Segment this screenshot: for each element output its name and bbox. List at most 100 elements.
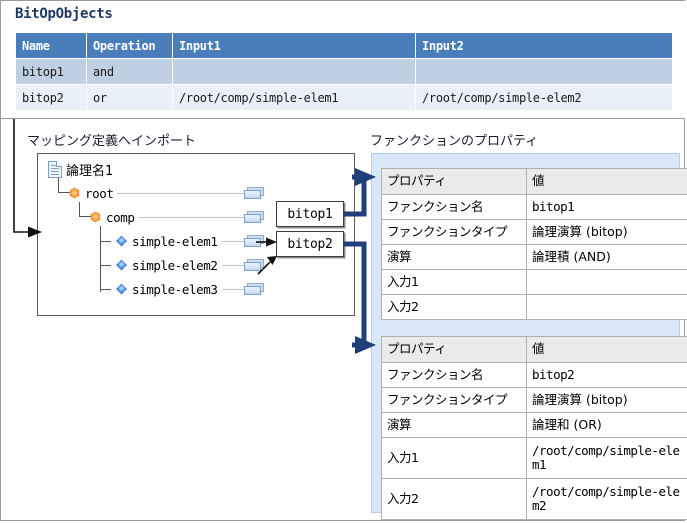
property-value (526, 294, 687, 320)
leader-line (117, 193, 244, 194)
tree-item-simple-elem3[interactable]: simple-elem3 (116, 280, 218, 298)
table-row[interactable]: ファンクションタイプ 論理演算 (bitop) (381, 387, 687, 413)
property-value: 論理演算 (bitop) (526, 219, 687, 245)
function-box-bitop1[interactable]: bitop1 (276, 201, 344, 227)
box-front (244, 238, 261, 247)
bitop-objects-table: Name Operation Input1 Input2 bitop1 and … (15, 32, 673, 111)
leader-line (222, 265, 244, 266)
property-key: 入力2 (381, 478, 527, 520)
column-header-value: 値 (526, 168, 687, 195)
tree-connector-elbow (79, 202, 91, 217)
box-front (244, 214, 261, 223)
page-title: BitOpObjects (15, 6, 113, 22)
tree-item-label: 論理名1 (66, 163, 114, 179)
leader-line (222, 289, 244, 290)
function-box-bitop2[interactable]: bitop2 (276, 231, 344, 257)
box-front (244, 190, 261, 199)
table-row[interactable]: 演算 論理積 (AND) (381, 244, 687, 270)
table-row[interactable]: bitop2 or /root/comp/simple-elem1 /root/… (15, 84, 673, 111)
box-front (244, 286, 261, 295)
cell-input2: /root/comp/simple-elem2 (415, 84, 673, 111)
property-value: 論理積 (AND) (526, 244, 687, 270)
leader-line (222, 241, 244, 242)
properties-table-bitop1: プロパティ 値 ファンクション名 bitop1 ファンクションタイプ 論理演算 … (381, 168, 687, 320)
function-box-label: bitop2 (287, 236, 333, 252)
property-key: ファンクションタイプ (381, 387, 527, 413)
property-value: /root/comp/simple-elem2 (526, 478, 687, 520)
column-header-input2: Input2 (415, 32, 673, 59)
property-value: bitop2 (526, 362, 687, 388)
tree-connector-branch (100, 289, 111, 290)
table-row[interactable]: 入力2 (381, 294, 687, 320)
property-key: 入力1 (381, 269, 527, 295)
cell-input1: /root/comp/simple-elem1 (172, 84, 416, 111)
mapping-box-icon[interactable] (244, 211, 265, 223)
table-row[interactable]: ファンクションタイプ 論理演算 (bitop) (381, 219, 687, 245)
cell-input2 (415, 58, 673, 85)
tree-item-root[interactable]: root (69, 184, 114, 202)
property-key: ファンクション名 (381, 194, 527, 220)
properties-table-bitop2: プロパティ 値 ファンクション名 bitop2 ファンクションタイプ 論理演算 … (381, 336, 687, 520)
leader-line (138, 217, 244, 218)
tree-item-simple-elem2[interactable]: simple-elem2 (116, 256, 218, 274)
tree-item-comp[interactable]: comp (90, 208, 135, 226)
document-icon (48, 160, 62, 178)
table-row[interactable]: ファンクション名 bitop2 (381, 362, 687, 388)
column-header-property: プロパティ (381, 168, 527, 195)
caption-import-to-mapping-definition: マッピング定義へインポート (27, 134, 197, 149)
table-row[interactable]: 演算 論理和 (OR) (381, 412, 687, 438)
column-header-operation: Operation (86, 32, 173, 59)
property-value: 論理和 (OR) (526, 412, 687, 438)
property-value: /root/comp/simple-elem1 (526, 437, 687, 479)
cell-operation: or (86, 84, 173, 111)
property-key: 演算 (381, 412, 527, 438)
cell-input1 (172, 58, 416, 85)
table-header-row: プロパティ 値 (381, 336, 687, 363)
orange-hexagon-node-icon (90, 211, 101, 223)
table-row[interactable]: 入力2 /root/comp/simple-elem2 (381, 478, 687, 520)
mapping-tree-panel[interactable]: 論理名1 root comp simple-elem1 simple-elem2 (37, 153, 355, 316)
column-header-property: プロパティ (381, 336, 527, 363)
table-header-row: プロパティ 値 (381, 168, 687, 195)
table-row[interactable]: bitop1 and (15, 58, 673, 85)
table-row[interactable]: 入力1 (381, 269, 687, 295)
tree-item-logical-name[interactable]: 論理名1 (48, 160, 114, 179)
property-key: 入力2 (381, 294, 527, 320)
tree-connector-branch (100, 241, 111, 242)
tree-connector-spine (100, 226, 112, 292)
tree-item-label: comp (106, 209, 135, 225)
tree-item-label: simple-elem3 (132, 281, 218, 297)
property-key: 演算 (381, 244, 527, 270)
tree-item-label: simple-elem1 (132, 233, 218, 249)
property-key: 入力1 (381, 437, 527, 479)
blue-diamond-node-icon (116, 283, 127, 295)
tree-item-label: simple-elem2 (132, 257, 218, 273)
property-value (526, 269, 687, 295)
property-value: bitop1 (526, 194, 687, 220)
column-header-input1: Input1 (172, 32, 416, 59)
mapping-box-icon[interactable] (244, 259, 265, 271)
tree-connector-branch (100, 265, 111, 266)
mapping-box-icon[interactable] (244, 283, 265, 295)
function-box-label: bitop1 (287, 206, 333, 222)
column-header-name: Name (15, 32, 87, 59)
table-row[interactable]: ファンクション名 bitop1 (381, 194, 687, 220)
box-front (244, 262, 261, 271)
tree-item-simple-elem1[interactable]: simple-elem1 (116, 232, 218, 250)
table-row[interactable]: 入力1 /root/comp/simple-elem1 (381, 437, 687, 479)
cell-operation: and (86, 58, 173, 85)
mapping-box-icon[interactable] (244, 187, 265, 199)
mapping-box-icon[interactable] (244, 235, 265, 247)
blue-diamond-node-icon (116, 259, 127, 271)
tree-item-label: root (85, 185, 114, 201)
blue-diamond-node-icon (116, 235, 127, 247)
orange-hexagon-node-icon (69, 187, 80, 199)
table-header-row: Name Operation Input1 Input2 (15, 32, 673, 59)
property-key: ファンクションタイプ (381, 219, 527, 245)
tree-connector-elbow (58, 178, 70, 193)
property-key: ファンクション名 (381, 362, 527, 388)
caption-function-properties: ファンクションのプロパティ (370, 134, 539, 149)
column-header-value: 値 (526, 336, 687, 363)
cell-name: bitop1 (15, 58, 87, 85)
function-properties-panel: プロパティ 値 ファンクション名 bitop1 ファンクションタイプ 論理演算 … (371, 153, 687, 520)
